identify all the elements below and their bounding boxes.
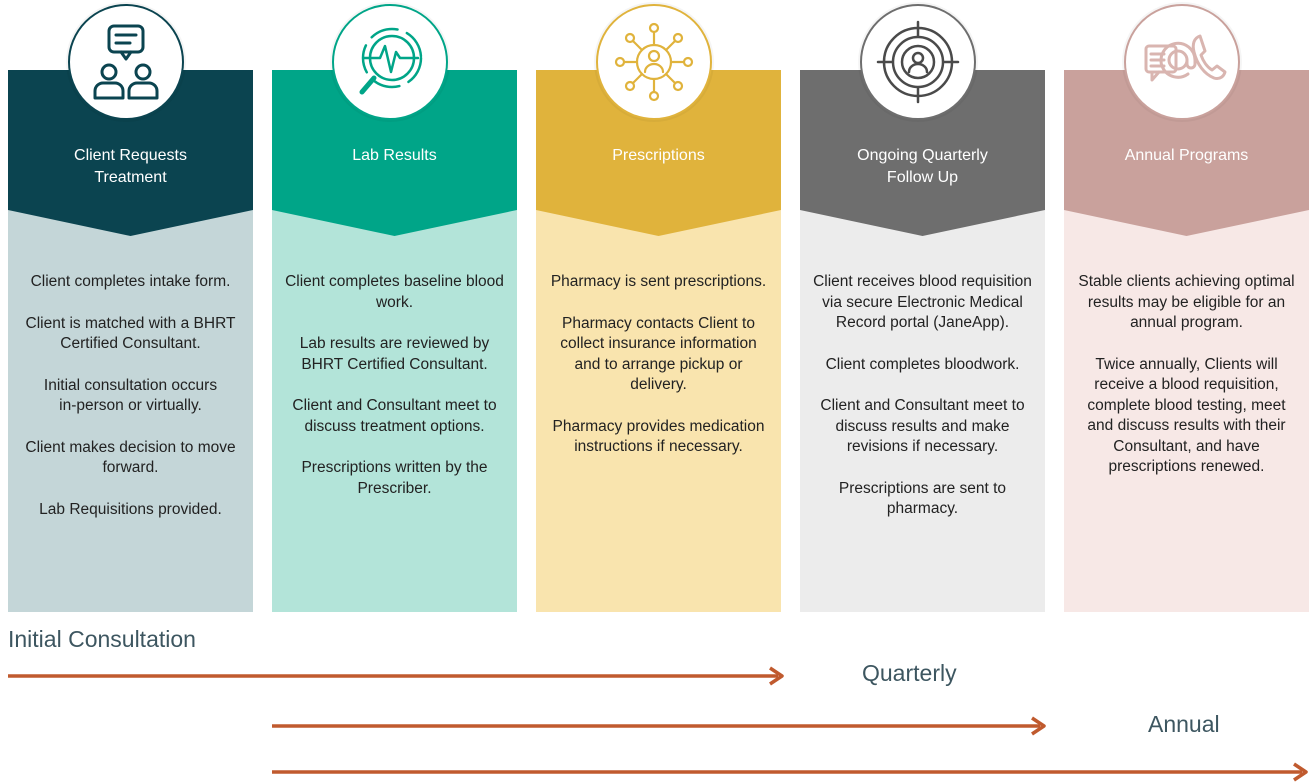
step-body	[8, 200, 253, 612]
target-person-icon	[876, 20, 960, 104]
step-paragraph: Pharmacy contacts Client to collect insu…	[560, 314, 757, 394]
icon-badge	[1124, 4, 1240, 120]
step-paragraph: Prescriptions are sent to pharmacy.	[838, 479, 1007, 518]
step-paragraph: Client is matched with a BHRT Certified …	[25, 314, 236, 353]
step-paragraph: Pharmacy is sent prescriptions.	[550, 273, 767, 290]
step-paragraph: Lab Requisitions provided.	[39, 500, 222, 518]
email-phone-icon	[1144, 34, 1227, 82]
step-prescriptions: Prescriptions Pharmacy is sent prescript…	[536, 0, 781, 612]
step-paragraph: Client and Consultant meet to discuss tr…	[292, 397, 497, 435]
step-body	[272, 200, 517, 612]
step-client-requests-treatment: Client Requests Treatment Client complet…	[8, 0, 253, 612]
step-paragraph: Client makes decision to move forward.	[25, 438, 236, 477]
step-title: Lab Results	[352, 147, 437, 164]
step-title: Client Requests Treatment	[74, 147, 187, 186]
step-description: Client completes baseline blood work. La…	[284, 272, 505, 520]
chat-people-icon	[93, 24, 159, 100]
magnifier-heartbeat-icon	[359, 27, 423, 95]
person-network-icon	[614, 22, 694, 102]
icon-badge	[68, 4, 184, 120]
step-description: Client receives blood requisition via se…	[812, 272, 1033, 541]
step-ongoing-quarterly-follow-up: Ongoing Quarterly Follow Up Client recei…	[800, 0, 1045, 612]
timeline-label-annual: Annual	[1148, 711, 1220, 737]
step-paragraph: Lab results are reviewed by BHRT Certifi…	[299, 335, 490, 373]
step-body	[536, 200, 781, 612]
step-paragraph: Client and Consultant meet to discuss re…	[820, 397, 1025, 455]
timeline-label-quarterly: Quarterly	[862, 660, 957, 686]
icon-badge	[332, 4, 448, 120]
step-paragraph: Twice annually, Clients will receive a b…	[1087, 355, 1286, 476]
step-title: Ongoing Quarterly Follow Up	[857, 147, 988, 186]
step-body	[1064, 200, 1309, 612]
step-paragraph: Client completes bloodwork.	[825, 355, 1020, 373]
step-paragraph: Client completes baseline blood work.	[285, 273, 504, 311]
step-description: Pharmacy is sent prescriptions. Pharmacy…	[548, 272, 769, 479]
timeline-label-initial-consultation: Initial Consultation	[8, 626, 196, 652]
step-title: Prescriptions	[612, 147, 705, 164]
arrow-quarterly	[272, 716, 1046, 736]
step-lab-results: Lab Results Client completes baseline bl…	[272, 0, 517, 612]
step-paragraph: Prescriptions written by the Prescriber.	[301, 459, 488, 497]
step-body	[800, 200, 1045, 612]
step-paragraph: Stable clients achieving optimal results…	[1078, 273, 1295, 331]
step-paragraph: Pharmacy provides medication instruction…	[552, 417, 765, 456]
arrow-initial-consultation	[8, 666, 784, 686]
step-paragraph: Initial consultation occurs in-person or…	[43, 376, 218, 415]
step-paragraph: Client completes intake form.	[30, 273, 231, 290]
step-description: Client completes intake form. Client is …	[20, 272, 241, 541]
step-description: Stable clients achieving optimal results…	[1076, 272, 1297, 499]
icon-badge	[860, 4, 976, 120]
icon-badge	[596, 4, 712, 120]
step-title: Annual Programs	[1124, 147, 1249, 164]
step-annual-programs: Annual Programs Stable clients achieving…	[1064, 0, 1309, 612]
step-paragraph: Client receives blood requisition via se…	[813, 273, 1032, 331]
arrow-annual	[272, 762, 1308, 782]
